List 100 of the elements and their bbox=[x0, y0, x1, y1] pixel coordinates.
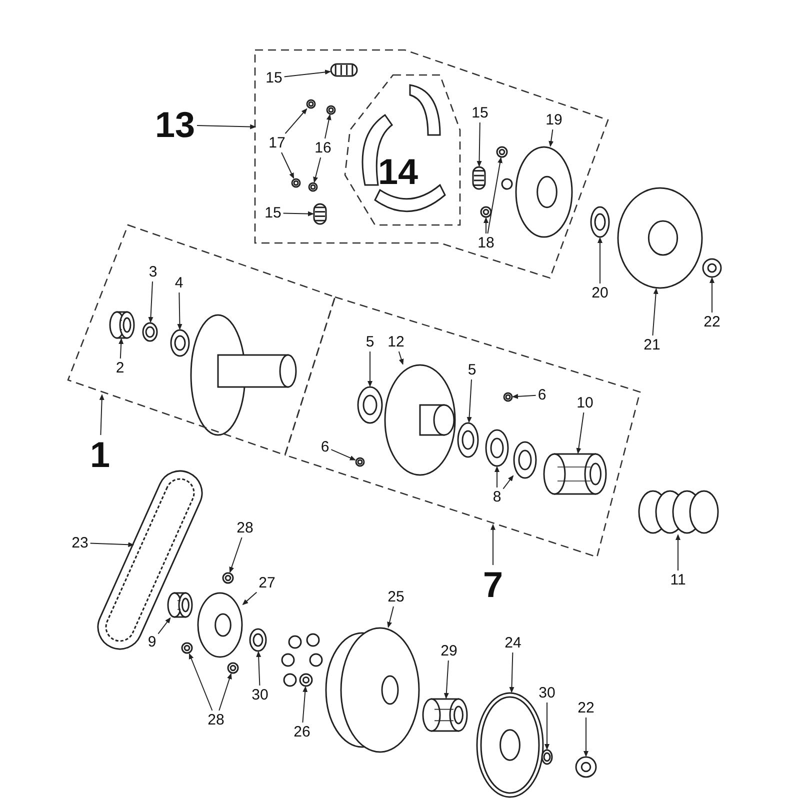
leader-line bbox=[284, 70, 331, 78]
dashed-group-outline bbox=[343, 73, 462, 227]
nut-drawing bbox=[326, 105, 336, 115]
callout-number: 1 bbox=[90, 437, 110, 473]
leader-line bbox=[158, 617, 171, 634]
bush-drawing bbox=[422, 698, 468, 732]
bush-drawing bbox=[109, 311, 135, 339]
pulley-drawing bbox=[324, 627, 420, 753]
callout-number: 21 bbox=[644, 338, 660, 352]
nut-drawing bbox=[308, 182, 318, 192]
nut-drawing bbox=[299, 673, 313, 687]
leader-line bbox=[148, 281, 154, 323]
callout-number: 16 bbox=[314, 140, 332, 156]
leader-line bbox=[487, 157, 502, 234]
callout-number: 15 bbox=[266, 70, 282, 86]
leader-line bbox=[544, 702, 550, 750]
nut-drawing bbox=[355, 457, 365, 467]
nut-drawing bbox=[702, 258, 722, 278]
leader-line bbox=[512, 394, 536, 399]
leader-line bbox=[242, 592, 258, 606]
disc-drawing bbox=[197, 592, 243, 658]
leader-line bbox=[710, 277, 714, 313]
leader-line bbox=[476, 122, 482, 167]
callout-number: 6 bbox=[538, 388, 546, 402]
nut-drawing bbox=[181, 642, 193, 654]
leader-line bbox=[368, 351, 372, 387]
callout-number: 7 bbox=[482, 567, 504, 603]
leader-line bbox=[284, 108, 308, 134]
nut-drawing bbox=[222, 572, 234, 584]
callout-number: 15 bbox=[264, 206, 282, 220]
leader-line bbox=[118, 338, 124, 359]
callout-number: 18 bbox=[478, 236, 494, 250]
callout-number: 5 bbox=[468, 362, 476, 378]
leader-line bbox=[398, 351, 404, 365]
callout-number: 4 bbox=[174, 276, 184, 290]
callout-number: 27 bbox=[258, 576, 276, 590]
nut-drawing bbox=[306, 99, 316, 109]
leader-line bbox=[313, 157, 322, 183]
bush-drawing bbox=[167, 592, 193, 618]
ring-drawing bbox=[457, 422, 479, 458]
leader-line bbox=[509, 652, 514, 693]
callout-number: 10 bbox=[576, 396, 594, 410]
callout-number: 19 bbox=[546, 112, 562, 128]
leader-line bbox=[584, 717, 588, 757]
leader-line bbox=[188, 653, 213, 711]
leader-line bbox=[302, 686, 308, 723]
callout-number: 26 bbox=[294, 724, 310, 740]
ring-drawing bbox=[485, 429, 509, 467]
callout-number: 9 bbox=[148, 634, 156, 650]
callout-number: 12 bbox=[388, 334, 404, 350]
disc-drawing bbox=[617, 187, 703, 289]
leader-line bbox=[256, 651, 262, 686]
leader-line bbox=[324, 114, 332, 139]
spring-drawing bbox=[472, 166, 486, 190]
ring-drawing bbox=[590, 206, 610, 238]
leader-line bbox=[282, 211, 314, 216]
callout-number: 29 bbox=[440, 644, 458, 658]
nut-drawing bbox=[480, 206, 492, 218]
callout-number: 14 bbox=[378, 154, 418, 190]
callout-number: 15 bbox=[472, 106, 488, 120]
spring-drawing bbox=[638, 489, 718, 535]
callout-number: 11 bbox=[670, 572, 686, 588]
callout-number: 30 bbox=[538, 686, 556, 700]
callout-number: 25 bbox=[388, 590, 404, 604]
callout-number: 20 bbox=[592, 286, 608, 300]
leader-line bbox=[484, 217, 488, 234]
disc-drawing bbox=[515, 146, 573, 238]
ring-drawing bbox=[541, 749, 553, 765]
callout-number: 28 bbox=[236, 520, 254, 536]
ring-drawing bbox=[513, 441, 537, 479]
ring-drawing bbox=[170, 329, 190, 357]
ring-drawing bbox=[249, 628, 267, 652]
callout-number: 8 bbox=[492, 490, 502, 504]
nut-drawing bbox=[227, 662, 239, 674]
callout-number: 28 bbox=[208, 712, 224, 728]
callout-number: 23 bbox=[72, 536, 88, 550]
callout-number: 6 bbox=[320, 440, 330, 454]
ring-drawing bbox=[357, 386, 383, 424]
callout-number: 22 bbox=[578, 700, 594, 716]
leader-line bbox=[444, 660, 449, 699]
leader-line bbox=[177, 292, 182, 330]
leader-line bbox=[218, 673, 232, 711]
leader-line bbox=[548, 129, 554, 147]
leader-line bbox=[576, 412, 584, 454]
leader-line bbox=[502, 475, 514, 490]
spring-drawing bbox=[330, 63, 358, 77]
leader-line bbox=[330, 449, 356, 460]
nut-drawing bbox=[291, 178, 301, 188]
callout-number: 22 bbox=[704, 314, 720, 330]
callout-number: 2 bbox=[116, 360, 124, 376]
bush-drawing bbox=[543, 453, 607, 495]
nut-drawing bbox=[575, 756, 597, 778]
leader-line bbox=[99, 394, 104, 436]
leader-line bbox=[466, 379, 472, 423]
leader-line bbox=[494, 466, 500, 488]
leader-line bbox=[676, 534, 680, 571]
leader-line bbox=[652, 288, 658, 336]
ring-drawing bbox=[142, 322, 158, 342]
callout-number: 3 bbox=[148, 264, 158, 280]
leader-line bbox=[490, 524, 496, 566]
